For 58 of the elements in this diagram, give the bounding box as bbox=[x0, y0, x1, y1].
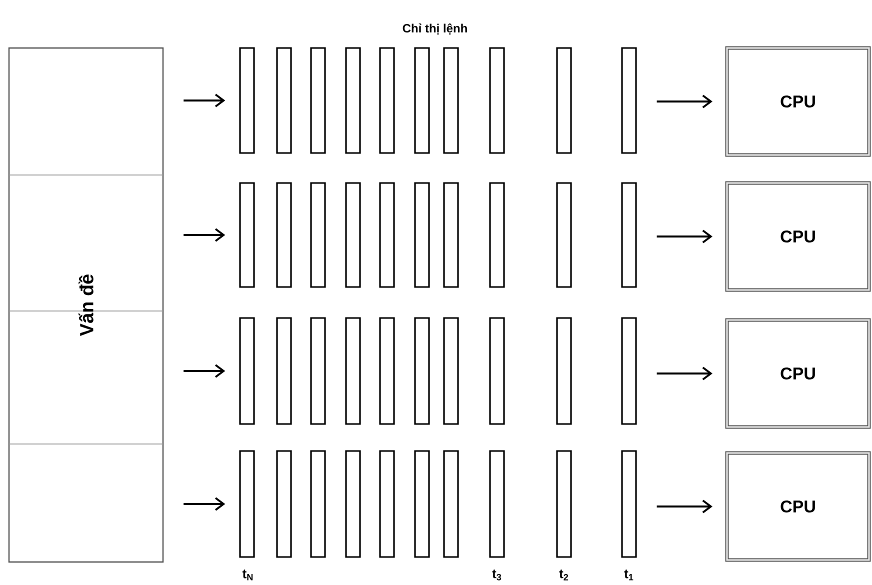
instruction-bar bbox=[443, 317, 459, 425]
instruction-bar bbox=[239, 47, 255, 154]
arrow bbox=[656, 230, 712, 244]
arrow bbox=[656, 366, 712, 380]
instruction-bar bbox=[345, 317, 361, 425]
instruction-bar bbox=[276, 317, 292, 425]
instruction-bar bbox=[276, 450, 292, 558]
instruction-bar bbox=[621, 47, 637, 154]
instruction-bar bbox=[443, 182, 459, 288]
instruction-bar bbox=[621, 317, 637, 425]
cpu-box: CPU bbox=[725, 46, 871, 157]
instruction-bar bbox=[379, 47, 395, 154]
instruction-bar bbox=[310, 47, 326, 154]
arrow bbox=[184, 364, 226, 378]
instruction-bar bbox=[239, 450, 255, 558]
instruction-bar bbox=[276, 182, 292, 288]
instruction-bar bbox=[379, 182, 395, 288]
cpu-box: CPU bbox=[725, 318, 871, 429]
instruction-bar bbox=[310, 182, 326, 288]
arrow bbox=[656, 94, 712, 108]
instruction-bar bbox=[443, 47, 459, 154]
instruction-bar bbox=[556, 317, 572, 425]
instruction-bar bbox=[379, 450, 395, 558]
instruction-bar bbox=[621, 450, 637, 558]
instruction-bar bbox=[489, 47, 505, 154]
instruction-bar bbox=[621, 182, 637, 288]
instruction-bar bbox=[556, 47, 572, 154]
instruction-bar bbox=[239, 182, 255, 288]
problem-box: Vấn đề bbox=[8, 47, 164, 563]
instruction-bar bbox=[345, 450, 361, 558]
instruction-bar bbox=[414, 182, 430, 288]
arrow bbox=[184, 497, 226, 511]
heading: Chỉ thị lệnh bbox=[402, 23, 467, 35]
instruction-bar bbox=[443, 450, 459, 558]
arrow bbox=[656, 500, 712, 514]
instruction-bar bbox=[489, 182, 505, 288]
time-label: t$_{3}$ bbox=[492, 570, 502, 580]
instruction-bar bbox=[310, 450, 326, 558]
time-label: t$_{2}$ bbox=[559, 570, 568, 580]
instruction-bar bbox=[556, 450, 572, 558]
arrow bbox=[184, 228, 226, 242]
time-label: t$_{1}$ bbox=[624, 570, 634, 580]
cpu-box: CPU bbox=[725, 451, 871, 562]
instruction-bar bbox=[489, 317, 505, 425]
instruction-bar bbox=[310, 317, 326, 425]
instruction-bar bbox=[414, 317, 430, 425]
cpu-box: CPU bbox=[725, 181, 871, 292]
instruction-bar bbox=[414, 450, 430, 558]
instruction-bar bbox=[489, 450, 505, 558]
instruction-bar bbox=[239, 317, 255, 425]
instruction-bar bbox=[345, 47, 361, 154]
arrow bbox=[184, 94, 226, 108]
instruction-bar bbox=[276, 47, 292, 154]
instruction-bar bbox=[379, 317, 395, 425]
instruction-bar bbox=[345, 182, 361, 288]
instruction-bar bbox=[556, 182, 572, 288]
instruction-bar bbox=[414, 47, 430, 154]
time-label: t$_{N}$ bbox=[242, 570, 253, 580]
